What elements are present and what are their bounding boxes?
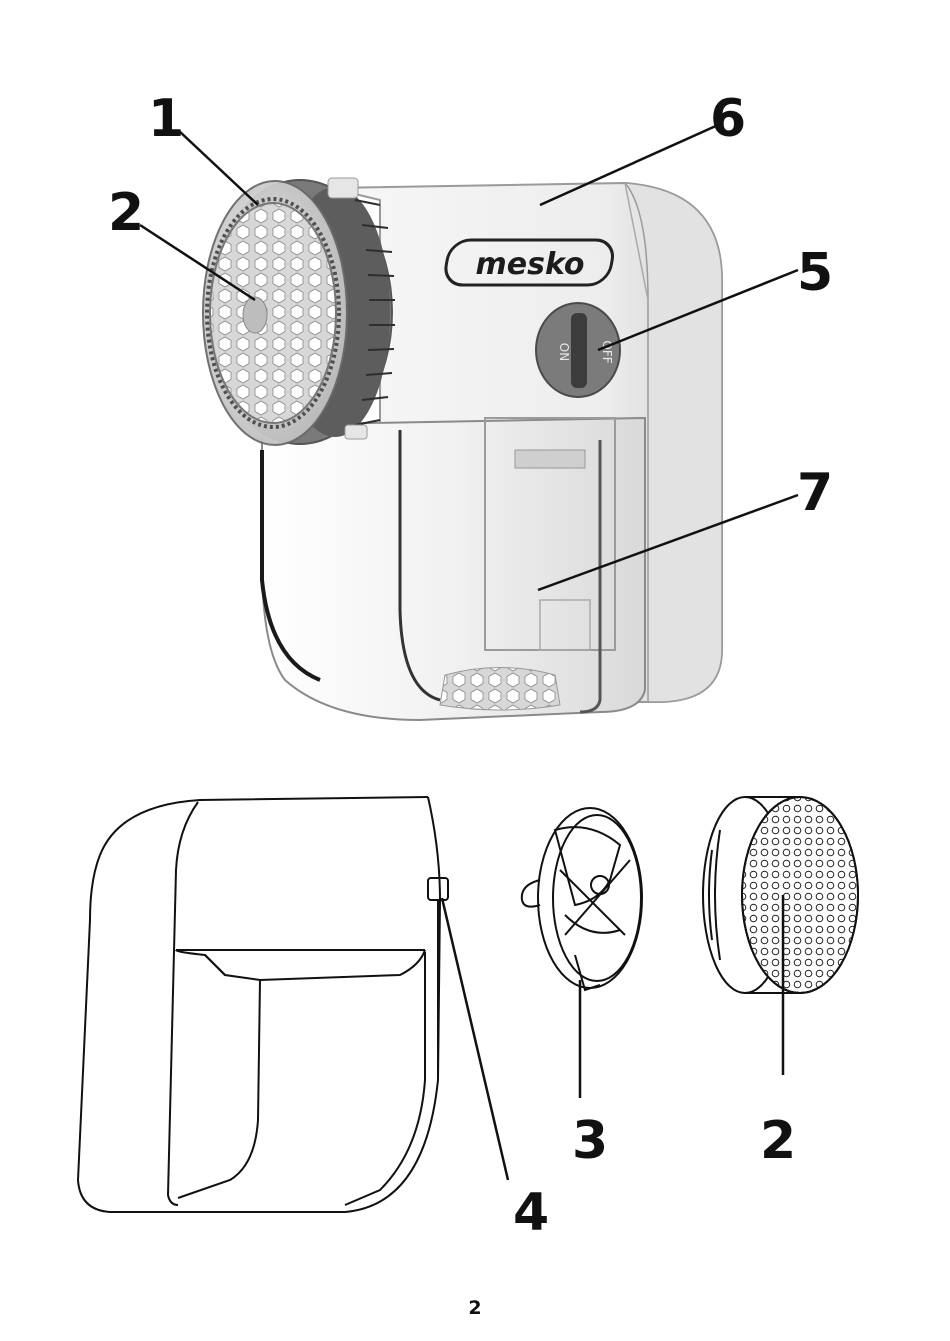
- page-number: 2: [0, 1297, 950, 1319]
- callout-6: 6: [710, 89, 746, 149]
- callout-2-bottom: 2: [760, 1111, 796, 1171]
- blade-assembly-drawing: [522, 808, 642, 990]
- bottom-grille: [440, 668, 560, 711]
- callout-lines-bottom: [442, 895, 783, 1180]
- callout-5: 5: [797, 243, 833, 303]
- switch-knob[interactable]: [571, 313, 587, 388]
- guard-drawing: [703, 797, 858, 993]
- callout-4: 4: [513, 1183, 549, 1243]
- guard-grille: [210, 203, 336, 423]
- on-off-switch[interactable]: ON OFF: [536, 303, 620, 397]
- switch-on-label: ON: [557, 343, 571, 361]
- svg-text:mesko: mesko: [476, 247, 585, 282]
- callout-3: 3: [572, 1111, 608, 1171]
- callout-7: 7: [797, 463, 833, 523]
- callout-1: 1: [148, 89, 184, 149]
- callout-2-top: 2: [108, 183, 144, 243]
- product-photo: mesko ON OFF: [203, 178, 722, 720]
- housing-line-drawing: [78, 797, 448, 1212]
